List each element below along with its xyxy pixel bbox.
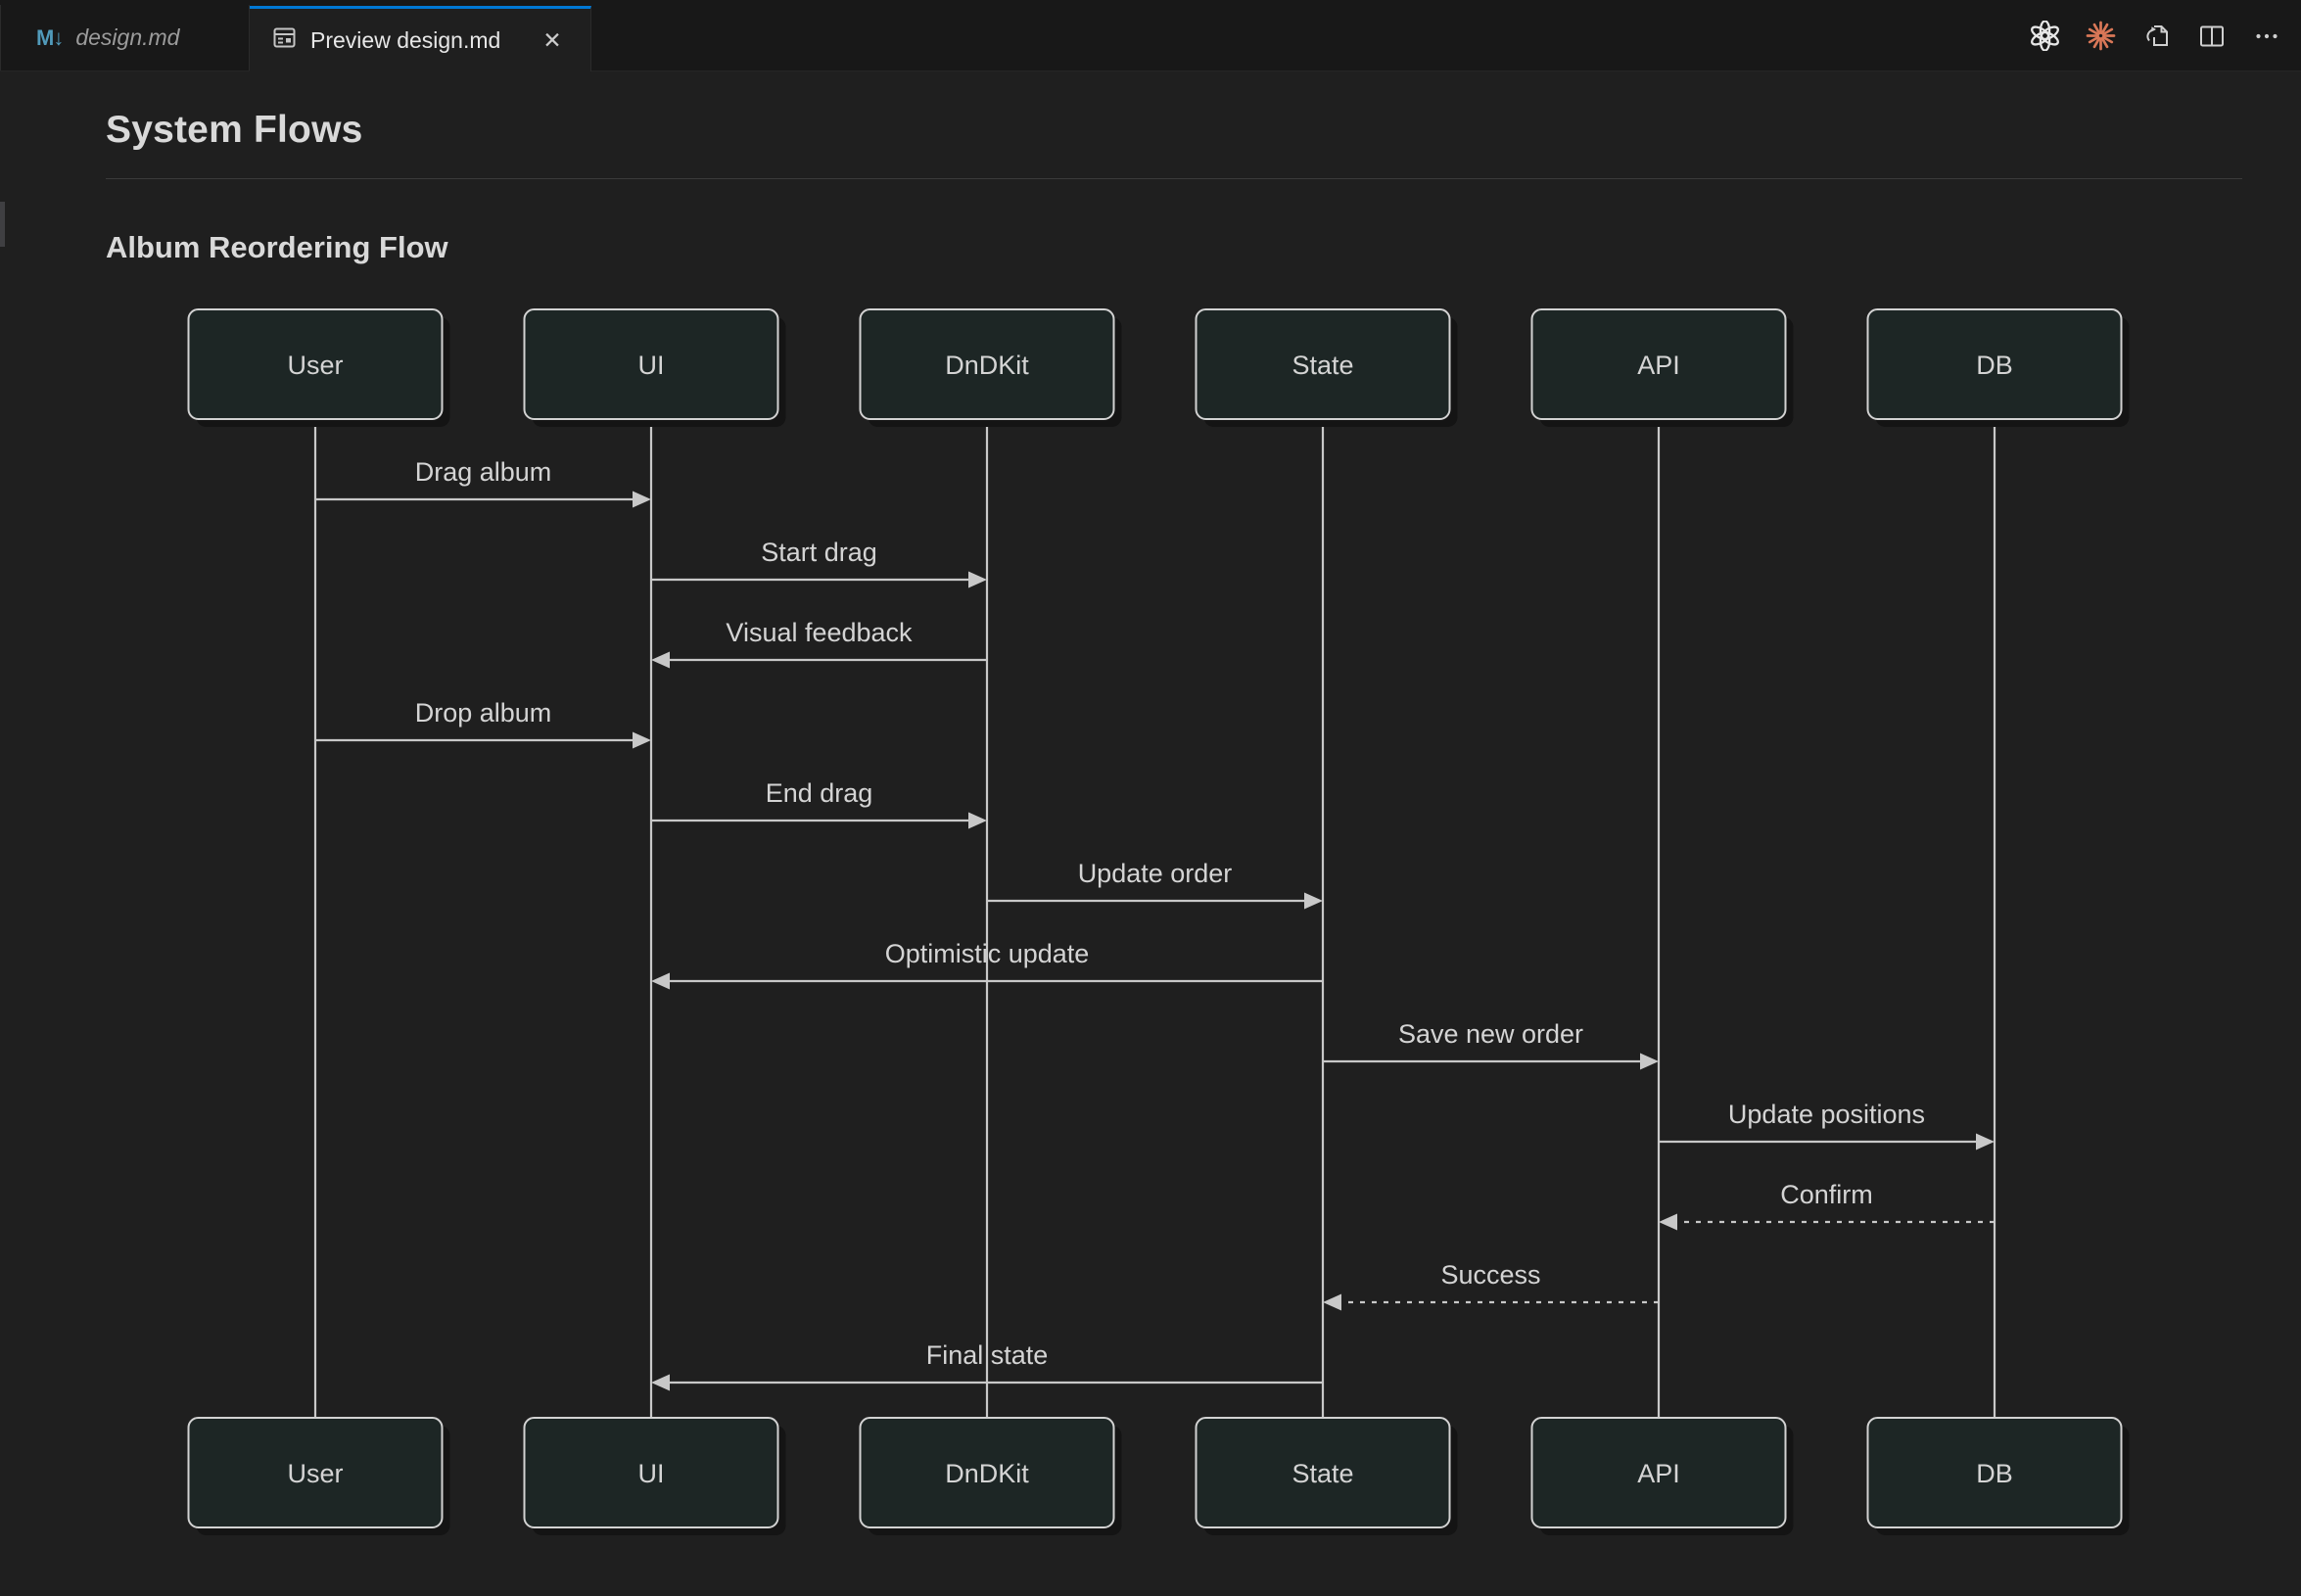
message-label: Drag album [415, 457, 552, 487]
actor-box: User [187, 1417, 450, 1535]
tab-label-preview: Preview design.md [310, 26, 501, 53]
more-actions-icon[interactable] [2252, 22, 2281, 51]
editor-actions-toolbar [2030, 0, 2281, 71]
actor-box: State [1195, 1417, 1458, 1535]
actor-label: DnDKit [945, 1459, 1029, 1488]
message-update-order: Update order [987, 859, 1323, 910]
message-label: Confirm [1780, 1180, 1873, 1209]
actor-label: API [1637, 351, 1680, 380]
message-drag-album: Drag album [315, 457, 651, 508]
arrowhead-icon [1323, 1293, 1341, 1311]
actor-box: UI [523, 308, 786, 427]
tab-label-design-md: design.md [75, 24, 180, 50]
arrowhead-icon [633, 491, 651, 508]
tab-bar: M↓ design.md Preview design.md ✕ [0, 0, 2301, 71]
message-label: Drop album [415, 698, 552, 728]
actor-label: API [1637, 1459, 1680, 1488]
actor-box: DnDKit [859, 308, 1122, 427]
markdown-preview: System Flows Album Reordering Flow [0, 109, 2301, 265]
actor-label: DnDKit [945, 351, 1029, 380]
message-save-new-order: Save new order [1323, 1019, 1659, 1070]
message-drop-album: Drop album [315, 698, 651, 749]
actor-box: State [1195, 308, 1458, 427]
arrowhead-icon [651, 651, 670, 669]
actor-box: API [1530, 1417, 1794, 1535]
actor-box: DB [1866, 308, 2130, 427]
actor-label: State [1291, 351, 1353, 380]
sequence-diagram: UserUserUIUIDnDKitDnDKitStateStateAPIAPI… [187, 308, 2130, 1535]
markdown-file-icon: M↓ [36, 24, 64, 50]
actor-label: DB [1976, 351, 2013, 380]
message-optimistic-update: Optimistic update [651, 939, 1323, 990]
actor-label: User [287, 351, 343, 380]
split-editor-icon[interactable] [2197, 22, 2227, 51]
arrowhead-icon [968, 812, 987, 829]
go-to-file-icon[interactable] [2141, 21, 2172, 51]
arrowhead-icon [651, 972, 670, 990]
actor-box: DB [1866, 1417, 2130, 1535]
actor-label: DB [1976, 1459, 2013, 1488]
arrowhead-icon [1640, 1053, 1659, 1070]
tab-design-md[interactable]: M↓ design.md [0, 5, 250, 70]
close-icon[interactable]: ✕ [542, 26, 562, 53]
arrowhead-icon [1304, 892, 1323, 910]
arrowhead-icon [1976, 1133, 1995, 1150]
message-label: Update positions [1728, 1100, 1925, 1129]
arrowhead-icon [651, 1374, 670, 1391]
message-success: Success [1323, 1260, 1659, 1311]
actor-label: User [287, 1459, 343, 1488]
message-label: Save new order [1398, 1019, 1583, 1049]
message-final-state: Final state [651, 1340, 1323, 1391]
actor-label: UI [638, 351, 665, 380]
actor-box: API [1530, 308, 1794, 427]
message-visual-feedback: Visual feedback [651, 618, 987, 669]
message-label: Start drag [761, 538, 877, 567]
actor-box: DnDKit [859, 1417, 1122, 1535]
message-start-drag: Start drag [651, 538, 987, 588]
section-title: Album Reordering Flow [106, 229, 448, 264]
scrollbar-thumb[interactable] [0, 202, 5, 247]
arrowhead-icon [633, 731, 651, 749]
message-label: Success [1440, 1260, 1540, 1290]
preview-icon [271, 24, 298, 56]
message-label: Visual feedback [726, 618, 913, 647]
openai-icon[interactable] [2030, 21, 2060, 51]
message-confirm: Confirm [1659, 1180, 1995, 1231]
page-title: System Flows [106, 109, 2242, 179]
message-end-drag: End drag [651, 778, 987, 829]
arrowhead-icon [1659, 1213, 1677, 1231]
message-label: Optimistic update [885, 939, 1090, 968]
message-label: Update order [1078, 859, 1233, 888]
actor-label: UI [638, 1459, 665, 1488]
tab-preview-design-md[interactable]: Preview design.md ✕ [250, 6, 591, 71]
actor-box: UI [523, 1417, 786, 1535]
arrowhead-icon [968, 571, 987, 588]
message-label: End drag [766, 778, 873, 808]
claude-icon[interactable] [2086, 21, 2116, 51]
message-label: Final state [926, 1340, 1049, 1370]
message-update-positions: Update positions [1659, 1100, 1995, 1150]
actor-box: User [187, 308, 450, 427]
actor-label: State [1291, 1459, 1353, 1488]
